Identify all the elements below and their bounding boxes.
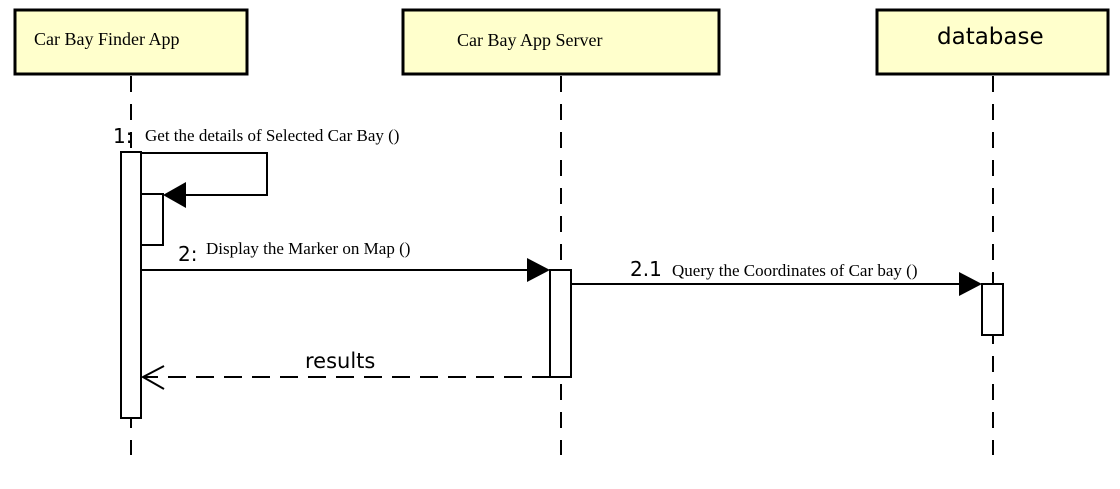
message-2-1-number: 2.1 [630,257,662,281]
message-1-number: 1: [113,124,132,148]
message-1-label: Get the details of Selected Car Bay () [145,126,399,145]
open-arrowhead-icon [140,365,165,390]
activation-db [981,283,1004,336]
message-2-1-label: Query the Coordinates of Car bay () [672,261,917,280]
arrowhead-icon [527,258,550,282]
participant-app: Car Bay Finder App [13,8,249,76]
arrowhead-icon [163,182,186,208]
message-2-1-sync: 2.1 Query the Coordinates of Car bay () [571,257,982,296]
message-2-label: Display the Marker on Map () [206,239,410,258]
message-return-results: results [140,349,550,390]
participant-server: Car Bay App Server [401,8,721,76]
participant-app-label: Car Bay Finder App [34,29,180,49]
participant-db: database [875,8,1110,76]
message-2-sync: 2: Display the Marker on Map () [141,239,550,282]
participant-db-label: database [937,24,1044,50]
message-2-number: 2: [178,242,197,266]
activation-server [549,269,572,378]
message-1-self-call: 1: Get the details of Selected Car Bay (… [113,124,399,208]
message-return-label: results [305,349,375,373]
activation-app [120,151,142,419]
activation-app-nested [140,193,164,246]
participant-server-label: Car Bay App Server [457,30,602,50]
arrowhead-icon [959,272,982,296]
